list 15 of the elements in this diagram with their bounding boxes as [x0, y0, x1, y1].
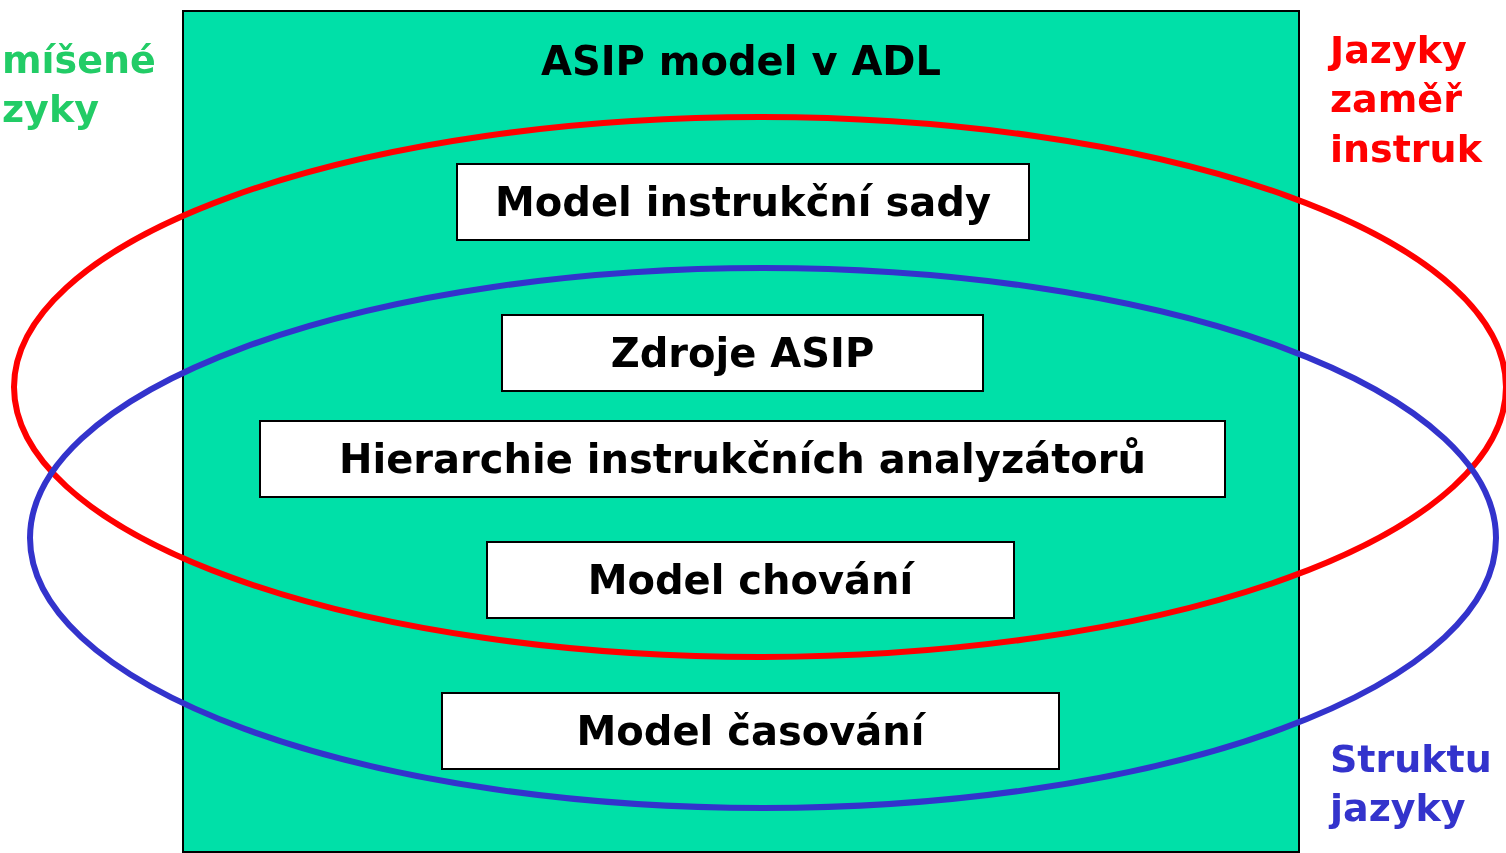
model-panel: [182, 10, 1300, 853]
box-label: Model chování: [587, 557, 914, 603]
component-box: [456, 163, 1030, 241]
box-label: Model časování: [576, 708, 925, 754]
box-label: Model instrukční sady: [495, 179, 991, 225]
panel-title: ASIP model v ADL: [539, 38, 943, 84]
category-label: míšené zyky: [2, 37, 156, 134]
box-label: Hierarchie instrukčních analyzátorů: [339, 436, 1146, 482]
box-label: Zdroje ASIP: [610, 330, 875, 376]
component-box: [441, 692, 1060, 770]
component-box: [501, 314, 984, 392]
category-label: Struktu jazyky: [1330, 736, 1492, 833]
category-label: Jazyky zaměř instruk: [1330, 27, 1482, 173]
component-box: [259, 420, 1226, 498]
component-box: [486, 541, 1015, 619]
